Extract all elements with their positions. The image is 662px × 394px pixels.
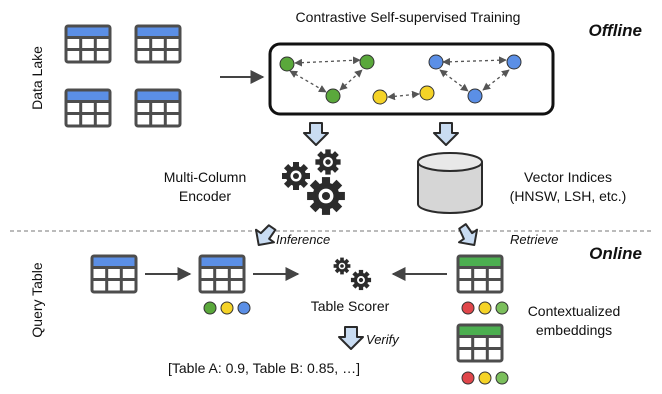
online-label: Online [589,244,642,263]
result-text: [Table A: 0.9, Table B: 0.85, …] [168,360,360,376]
query-embedding-dots [203,301,251,315]
verify-label: Verify [366,332,400,347]
table-icon [456,323,504,363]
retrieve-arrow-icon [457,223,479,247]
down-arrow-icon [338,326,364,350]
table-icon [134,24,182,64]
retrieve-label: Retrieve [510,232,558,247]
inference-label: Inference [276,232,330,247]
vector-label-line1: Vector Indices [524,169,612,185]
green-node [279,56,295,72]
down-arrow-icon [433,122,459,146]
gear-icon [350,269,372,291]
yellow-node [419,85,435,101]
table-icon [456,254,504,294]
gear-icon [282,162,310,190]
vector-label-line2: (HNSW, LSH, etc.) [510,188,627,204]
query-table-label: Query Table [29,262,45,337]
inference-arrow-icon [254,224,277,247]
down-arrow-icon [303,122,329,146]
embedding-nodes [279,54,522,105]
data-lake-label: Data Lake [29,46,45,110]
table-icon [90,254,138,294]
table-icon [198,254,246,294]
training-box [268,42,555,116]
retrieved-embedding-dots [461,301,509,315]
contextualized-label-line2: embeddings [536,322,612,338]
gear-icon [333,257,351,275]
database-cylinder-icon [417,152,483,214]
offline-label: Offline [588,21,642,40]
training-title: Contrastive Self-supervised Training [296,9,521,25]
encoder-gear-icon [282,149,345,215]
yellow-node [372,89,388,105]
scorer-gear-icon [333,257,372,291]
blue-node [428,54,444,70]
blue-node [467,88,483,104]
green-node [325,88,341,104]
retrieved-embedding-dots [461,371,509,385]
scorer-label: Table Scorer [311,298,390,314]
gear-icon [315,149,341,175]
gear-icon [307,177,345,215]
contextualized-label-line1: Contextualized [528,303,621,319]
embedding-edges [289,56,510,101]
blue-node [506,54,522,70]
table-icon [64,24,112,64]
encoder-label-line1: Multi-Column [164,169,246,185]
table-icon [134,88,182,128]
encoder-label-line2: Encoder [179,188,231,204]
green-node [359,54,375,70]
table-icon [64,88,112,128]
